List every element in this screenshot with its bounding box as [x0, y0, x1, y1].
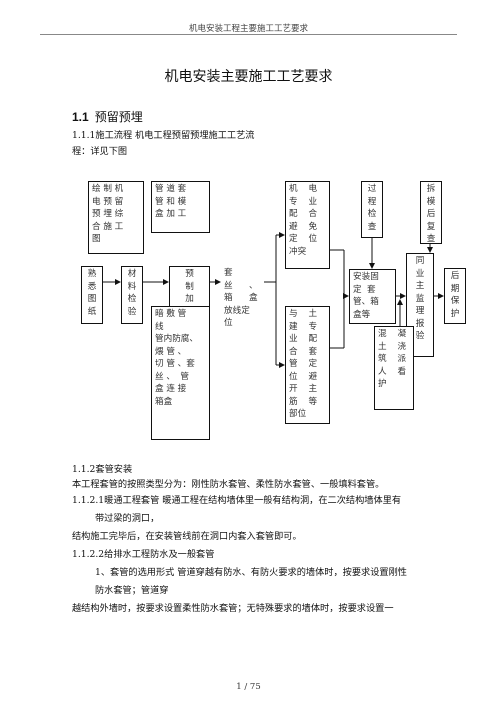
flow-box-me-coordination: 机 电 专 业 配 合 避 免 定 位 冲突: [285, 181, 330, 269]
flow-box-concealed-conduit: 暗 敷 管 线 管内防腐、 煨 管 、 切 管 、套 丝 、 管 盒 连 接 箱…: [151, 306, 210, 440]
section-label: 预留预埋: [94, 110, 143, 124]
flow-box-familiarize-drawings: 熟 悉 图 纸: [81, 266, 103, 324]
para-1-1-2-line1: 本工程套管的按照类型分为：刚性防水套管、柔性防水套管、一般填料套管。: [72, 479, 385, 490]
para-1-1-2-line2: 1.1.2.1暖通工程套管 暖通工程在结构墙体里一般有结构洞，在二次结构墙体里有: [72, 495, 402, 506]
flow-box-draw-combined-drawing: 绘 制 机 电 预 留 预 埋 综 合 施 工 图: [88, 181, 144, 254]
flow-box-recheck-after-formwork: 拆 模 后 复 查: [420, 181, 442, 244]
flow-box-civil-coordination: 与 土 建 专 业 配 合 套 管 定 位 避 开 主 筋 等 部位: [285, 306, 330, 424]
document-title: 机电安装主要施工工艺要求: [164, 69, 333, 85]
para-1-1-2-line7: 防水套管；管道穿: [95, 585, 169, 596]
flow-box-sleeve-box-processing: 管 道 套 管 和 模 盒 加 工: [151, 181, 210, 233]
flow-box-material-inspection: 材 料 检 验: [121, 266, 143, 324]
page-number: 1 / 75: [236, 682, 261, 692]
para-1-1-2-line8: 越结构外墙时，按要求设置柔性防水套管；无特殊要求的墙体时，按要求设置一: [72, 603, 394, 614]
flow-box-install-fix-sleeves: 安装固 定 套 管、箱 盒等: [349, 269, 396, 324]
section-number: 1.1: [72, 110, 89, 124]
para-1-1-1-line2: 程：详见下图: [72, 146, 128, 157]
flow-box-process-inspection: 过 程 检 查: [361, 181, 383, 238]
section-heading: 1.1 预留预埋: [72, 108, 143, 125]
para-1-1-2-line5: 1.1.2.2给排水工程防水及一般套管: [72, 549, 215, 560]
page-header: 机电安装工程主要施工工艺要求: [188, 24, 308, 34]
flow-box-later-protection: 后 期 保 护: [444, 268, 466, 324]
para-1-1-2-line3: 带过梁的洞口，: [95, 513, 160, 524]
flow-box-concrete-pour-watch: 混 凝 土 浇 筑 派 人 看 护: [374, 326, 414, 410]
flow-box-sleeve-positioning: 套 丝 、 箱 盒 放线定 位: [221, 266, 264, 328]
para-1-1-1-line1: 1.1.1施工流程 机电工程预留预埋施工工艺流: [72, 130, 255, 141]
para-1-1-2-heading: 1.1.2套管安装: [72, 464, 133, 475]
para-1-1-2-line4: 结构施工完毕后，在安装管线前在洞口内套入套管即可。: [72, 531, 302, 542]
para-1-1-2-line6: 1、套管的选用形式 管道穿越有防水、有防火要求的墙体时，按要求设置刚性: [95, 567, 407, 578]
header-rule: [40, 34, 457, 35]
